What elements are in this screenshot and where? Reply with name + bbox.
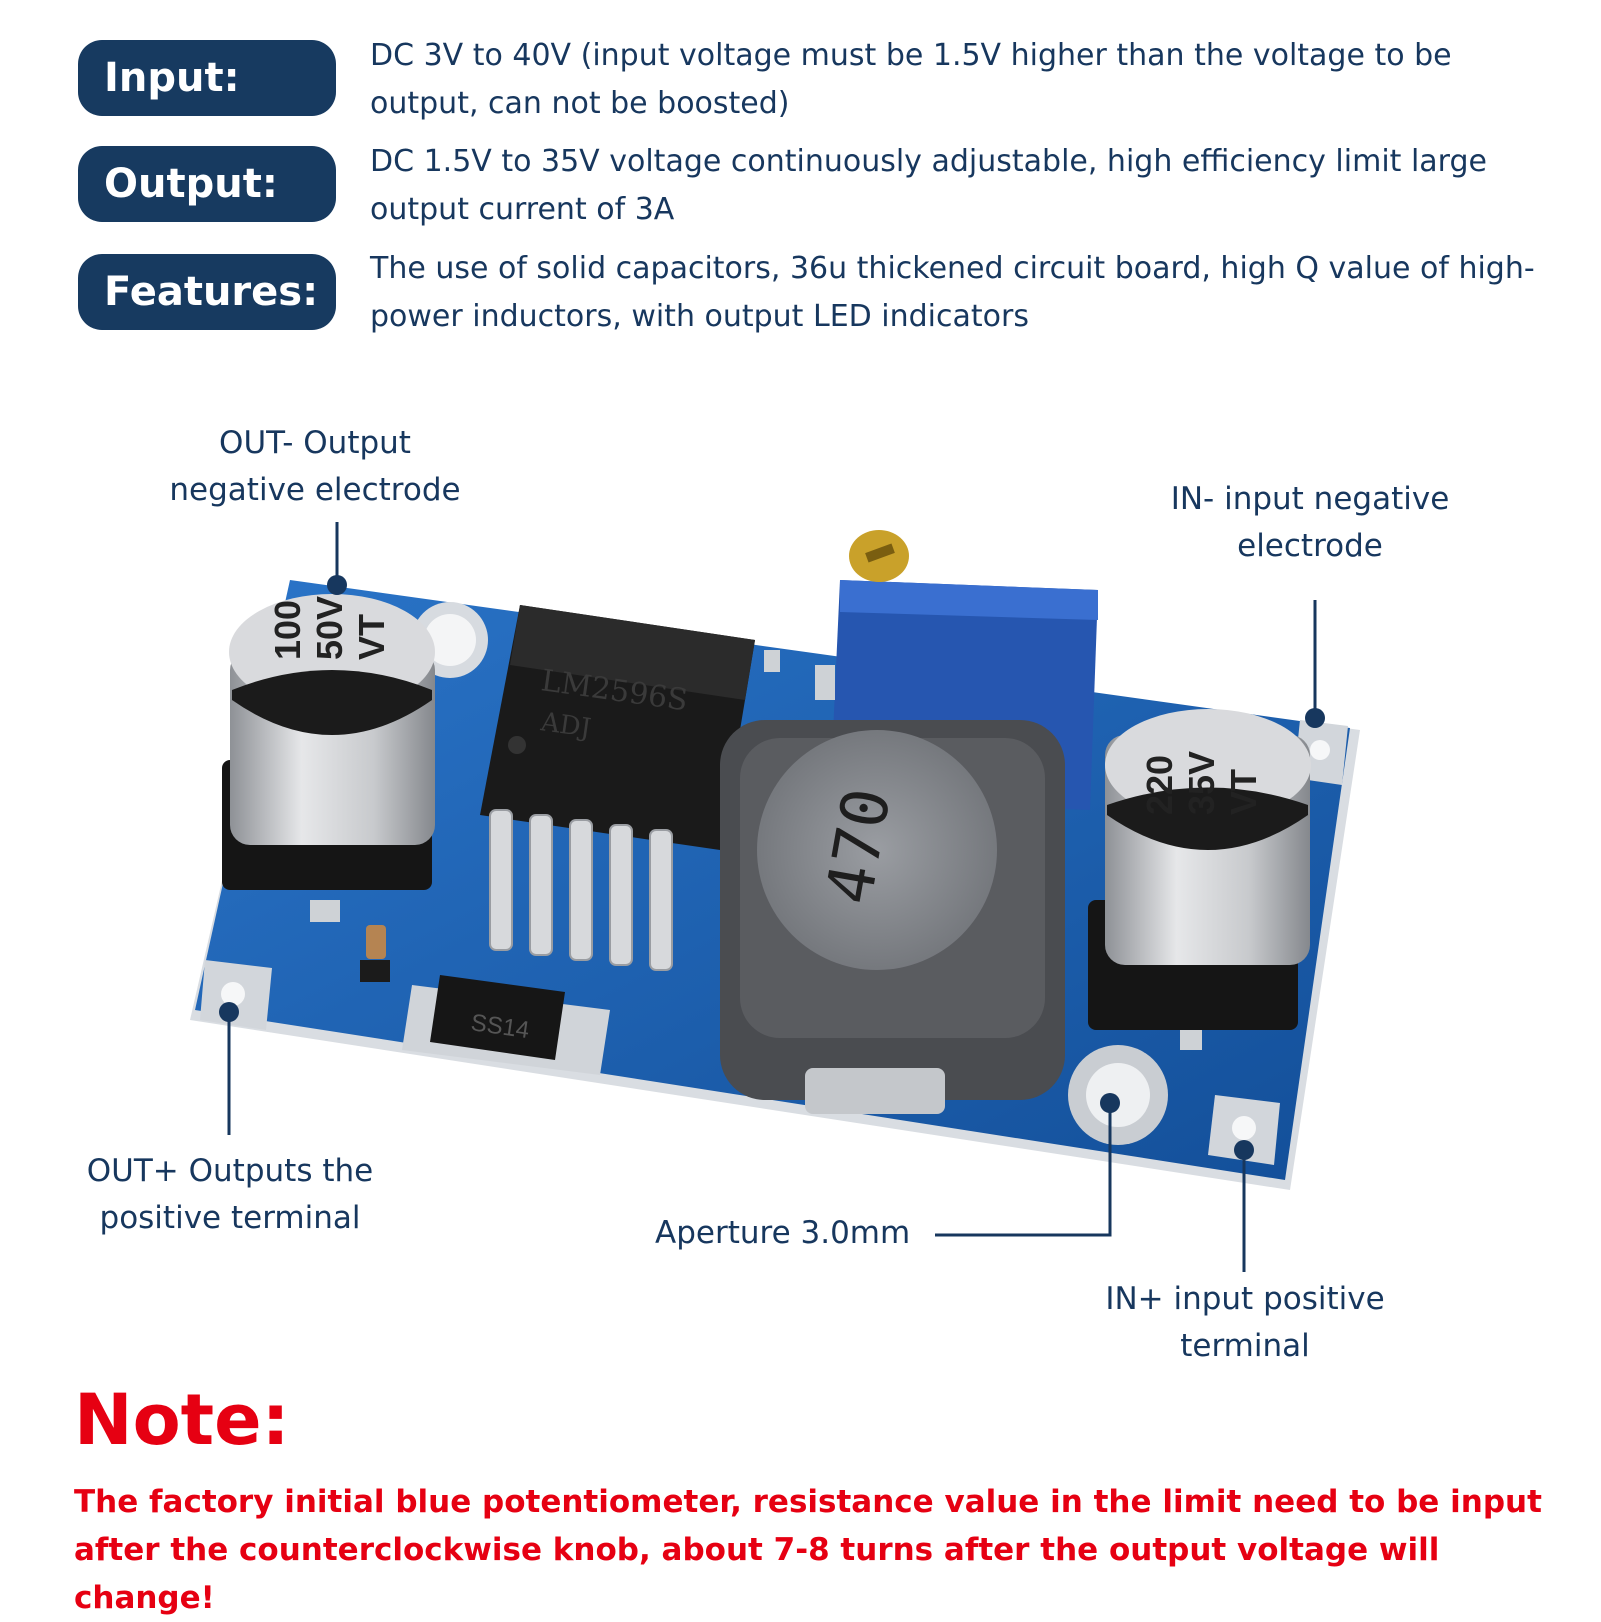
leader-dots	[219, 575, 1325, 1160]
features-spec-text: The use of solid capacitors, 36u thicken…	[370, 251, 1535, 334]
callout-in-positive: IN+ input positive terminal	[1105, 1281, 1385, 1364]
pad-out-positive	[200, 960, 272, 1030]
capacitor-220uf-35v: 220 35V VT	[1088, 709, 1311, 1030]
input-label: Input:	[78, 40, 336, 116]
capacitor-100uf-50v: 100 50V VT	[222, 594, 435, 890]
cap-left-value: 100	[267, 600, 308, 660]
mounting-hole-bottom-right	[1068, 1045, 1168, 1145]
inductor-470: 470	[720, 720, 1065, 1114]
callout-aperture: Aperture 3.0mm	[655, 1215, 911, 1251]
pad-in-positive	[1208, 1095, 1280, 1165]
note-text: The factory initial blue potentiometer, …	[74, 1484, 1542, 1616]
cap-right-voltage: 35V	[1181, 751, 1222, 815]
cap-right-series: VT	[1223, 769, 1264, 815]
note-title: Note:	[74, 1379, 290, 1461]
leader-lines	[227, 522, 1317, 1272]
callout-out-negative: OUT- Output negative electrode	[169, 425, 461, 508]
cap-left-voltage: 50V	[309, 596, 350, 660]
cap-right-value: 220	[1139, 755, 1180, 815]
callout-in-negative: IN- input negative electrode	[1170, 481, 1450, 564]
input-spec-text: DC 3V to 40V (input voltage must be 1.5V…	[370, 38, 1452, 121]
ss14-diode: SS14	[402, 975, 610, 1075]
features-label: Features:	[78, 254, 336, 330]
lm2596-regulator-chip: LM2596S ADJ	[480, 605, 755, 971]
output-spec-text: DC 1.5V to 35V voltage continuously adju…	[370, 144, 1487, 227]
cap-left-series: VT	[351, 614, 392, 660]
smd-components	[310, 650, 1202, 1050]
chip-sub-label: ADJ	[538, 707, 593, 744]
callout-out-positive: OUT+ Outputs the positive terminal	[86, 1153, 374, 1236]
output-label: Output:	[78, 146, 336, 222]
